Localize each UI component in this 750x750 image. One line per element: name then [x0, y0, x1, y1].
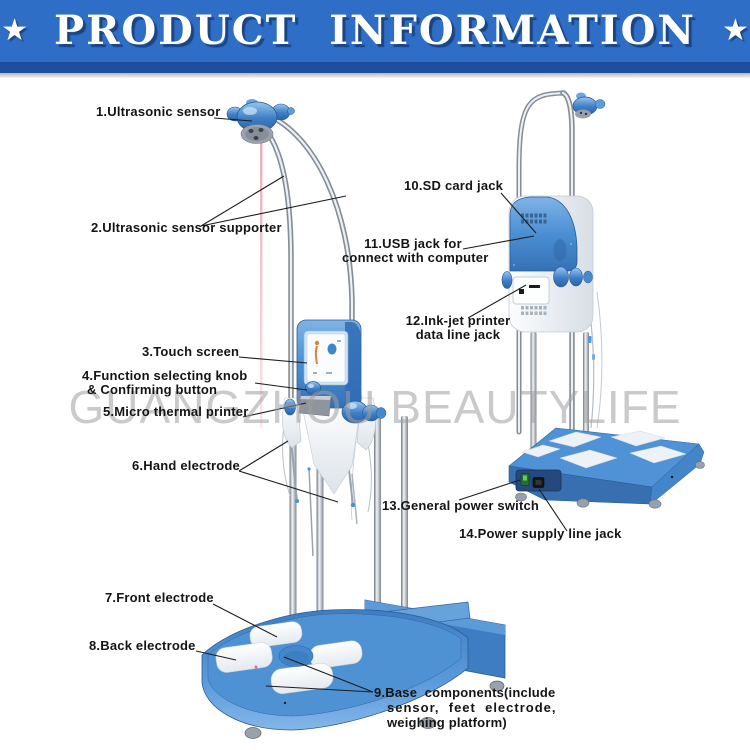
- leader-line-14: [538, 488, 568, 532]
- function-selecting-knob: [305, 381, 321, 395]
- leader-line-3: [238, 356, 308, 364]
- laser-beam: [260, 141, 263, 428]
- arch-poles: [516, 90, 575, 435]
- leader-line-11: [462, 235, 535, 250]
- head-unit-rear: [501, 195, 594, 333]
- leader-line-2b: [200, 195, 347, 227]
- banner-stripe: [0, 62, 750, 73]
- banner-shadow: [0, 73, 750, 78]
- label-touch-screen: 3.Touch screen: [142, 344, 240, 359]
- leader-line-9a: [283, 656, 374, 693]
- console: [284, 319, 387, 424]
- label-ultrasonic-sensor: 1.Ultrasonic sensor: [96, 104, 221, 119]
- label-ultrasonic-sensor-supporter: 2.Ultrasonic sensor supporter: [91, 220, 282, 235]
- ultrasonic-sensor-head: [226, 99, 295, 144]
- label-general-power-switch: 13.General power switch: [382, 498, 540, 513]
- leader-lines: [195, 117, 568, 693]
- rear-handles: [553, 266, 593, 288]
- leader-line-1: [213, 117, 253, 122]
- label-front-electrode: 7.Front electrode: [105, 590, 214, 605]
- back-electrode-pad: [215, 642, 273, 673]
- printer-data-jack-port: [529, 285, 540, 288]
- label-power-supply-line-jack: 14.Power supply line jack: [459, 526, 622, 541]
- rear-view-machine: [501, 90, 705, 509]
- leader-line-6a: [238, 440, 289, 472]
- general-power-switch: [520, 473, 530, 486]
- star-icon-right: ★: [721, 14, 749, 47]
- leader-line-4: [254, 382, 308, 391]
- hand-electrode-handle-right: [341, 400, 387, 424]
- leader-line-2a: [200, 175, 285, 227]
- front-electrode-pad: [249, 621, 303, 648]
- label-sd-card-jack: 10.SD card jack: [404, 178, 504, 193]
- data-jack-panel: [512, 276, 550, 305]
- ultrasonic-sensor-rear: [572, 92, 606, 119]
- leader-line-10: [500, 192, 537, 234]
- caster-wheel: [419, 717, 437, 729]
- star-icon-left: ★: [1, 14, 29, 47]
- header-banner: ★ PRODUCT INFORMATION ★: [0, 0, 750, 62]
- leader-line-12: [467, 284, 527, 319]
- leader-line-9b: [265, 685, 374, 693]
- label-back-electrode: 8.Back electrode: [89, 638, 196, 653]
- leader-line-13: [458, 479, 521, 501]
- leader-line-6b: [238, 470, 339, 503]
- base-platform: [201, 599, 506, 739]
- caster-wheel: [244, 727, 262, 739]
- rear-base: [508, 427, 705, 509]
- sd-card-vent-area: [521, 213, 547, 224]
- front-view-machine: [201, 99, 506, 739]
- usb-jack-port: [519, 289, 524, 294]
- label-function-selecting-knob: 4.Function selecting knob& Confirming bu…: [82, 368, 248, 397]
- lower-vent: [521, 306, 547, 315]
- screen-graphic: [327, 343, 337, 355]
- power-supply-jack: [532, 477, 545, 488]
- leader-line-7: [212, 603, 278, 638]
- leader-line-5: [242, 402, 307, 418]
- label-hand-electrode: 6.Hand electrode: [132, 458, 240, 473]
- page-title: PRODUCT INFORMATION: [54, 7, 696, 54]
- label-micro-thermal-printer: 5.Micro thermal printer: [103, 404, 249, 419]
- leader-line-8: [195, 650, 237, 661]
